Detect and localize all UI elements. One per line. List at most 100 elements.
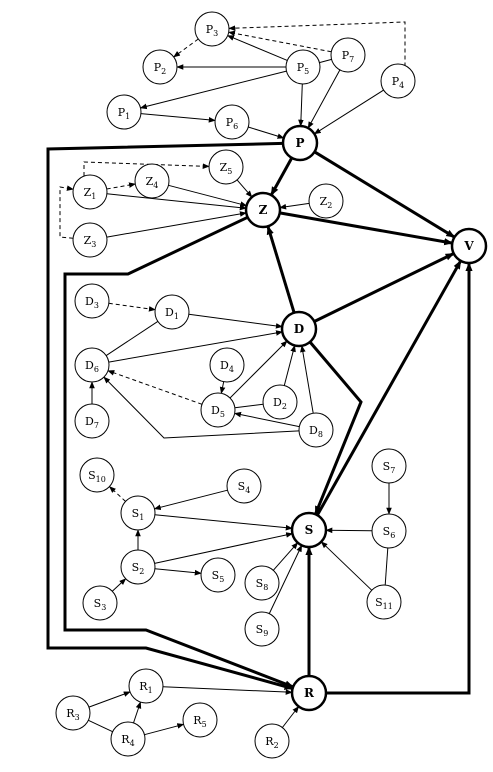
node-circle <box>194 11 230 47</box>
edge-d5-to-d2 <box>234 403 264 409</box>
edge-p-to-z <box>269 157 294 196</box>
node-p: P <box>281 124 319 162</box>
node-circle <box>208 149 244 185</box>
edge-s9-to-s <box>268 544 303 614</box>
node-label: P <box>295 136 304 150</box>
edge-r4-to-r1 <box>133 701 142 724</box>
edge-r2-to-r <box>282 705 300 728</box>
edge-p-to-r <box>46 141 294 690</box>
node-label: D2 <box>273 396 287 411</box>
edge-r3-to-r4 <box>88 719 113 733</box>
node-label: R1 <box>139 680 152 695</box>
edge-p1-to-p6 <box>140 113 216 123</box>
node-circle <box>290 674 328 712</box>
node-circle <box>106 94 142 130</box>
edge-d3-to-d1 <box>108 302 156 312</box>
node-circle <box>244 191 282 229</box>
node-d8: D8 <box>298 412 334 448</box>
node-circle <box>74 347 110 383</box>
node-label: P4 <box>392 75 405 90</box>
node-circle <box>330 37 366 73</box>
node-circle <box>72 174 108 210</box>
node-d4: D4 <box>209 347 245 383</box>
node-z4: Z4 <box>134 163 170 199</box>
node-label: Z <box>259 203 268 217</box>
edge-s2-to-s5 <box>154 568 202 576</box>
edge-z1-to-z <box>106 193 247 211</box>
edge-d6-to-d1 <box>105 320 159 357</box>
node-label: R5 <box>193 714 206 729</box>
node-label: S6 <box>383 525 396 540</box>
node-label: Z1 <box>84 186 97 201</box>
node-s2: S2 <box>120 549 156 585</box>
node-z1: Z1 <box>72 174 108 210</box>
node-circle <box>281 124 319 162</box>
node-s8: S8 <box>244 565 280 601</box>
node-label: P2 <box>154 61 167 76</box>
node-circle <box>55 695 91 731</box>
edge-z3-to-z <box>106 211 247 238</box>
node-circle <box>182 702 218 738</box>
node-circle <box>154 294 190 330</box>
edge-p7-to-p <box>307 69 341 129</box>
edge-d8-to-d6 <box>103 376 300 439</box>
edge-s11-to-s <box>320 541 373 591</box>
edge-s-to-v <box>315 260 463 516</box>
edge-z3-to-z1 <box>59 185 74 239</box>
node-s: S <box>290 511 328 549</box>
edges-layer <box>46 21 473 736</box>
node-s3: S3 <box>82 585 118 621</box>
node-s6: S6 <box>371 513 407 549</box>
node-r1: R1 <box>128 668 164 704</box>
node-circle <box>120 549 156 585</box>
node-label: R4 <box>121 733 134 748</box>
node-circle <box>214 104 250 140</box>
edge-s1-to-s <box>154 514 293 531</box>
node-circle <box>244 611 280 647</box>
node-label: D5 <box>211 404 225 419</box>
node-circle <box>110 721 146 757</box>
edge-d8-to-d <box>300 345 314 414</box>
node-circle <box>285 49 321 85</box>
node-circle <box>366 584 402 620</box>
node-label: P6 <box>226 116 239 131</box>
node-circle <box>200 557 236 593</box>
edge-p5-to-p1 <box>139 70 287 110</box>
edge-r4-to-r5 <box>144 723 185 736</box>
node-d2: D2 <box>262 384 298 420</box>
node-label: S1 <box>132 507 145 522</box>
node-label: P3 <box>206 23 219 38</box>
edge-r3-to-r1 <box>88 691 131 708</box>
edge-p6-to-p <box>248 126 285 139</box>
node-label: S10 <box>88 469 106 484</box>
node-r4: R4 <box>110 721 146 757</box>
node-label: D4 <box>220 359 234 374</box>
node-circle <box>79 457 115 493</box>
node-circle <box>244 565 280 601</box>
node-d: D <box>280 310 318 348</box>
edge-p5-to-p <box>298 83 304 127</box>
node-circle <box>142 49 178 85</box>
edge-d5-to-d6 <box>107 370 203 405</box>
node-z: Z <box>244 191 282 229</box>
node-label: Z5 <box>220 161 233 176</box>
node-label: D1 <box>165 306 179 321</box>
node-label: S <box>305 523 314 537</box>
node-s11: S11 <box>366 584 402 620</box>
node-circle <box>209 347 245 383</box>
node-label: R2 <box>265 735 278 750</box>
node-label: S4 <box>238 480 251 495</box>
edge-z1-to-z4 <box>106 182 136 190</box>
edge-d-to-z <box>266 225 296 314</box>
edge-r-to-v <box>326 262 473 695</box>
node-label: V <box>463 239 474 253</box>
node-label: S2 <box>132 561 145 576</box>
node-circle <box>82 585 118 621</box>
node-s9: S9 <box>244 611 280 647</box>
node-p6: P6 <box>214 104 250 140</box>
node-label: S11 <box>375 596 393 611</box>
edge-d-to-s <box>308 341 363 516</box>
